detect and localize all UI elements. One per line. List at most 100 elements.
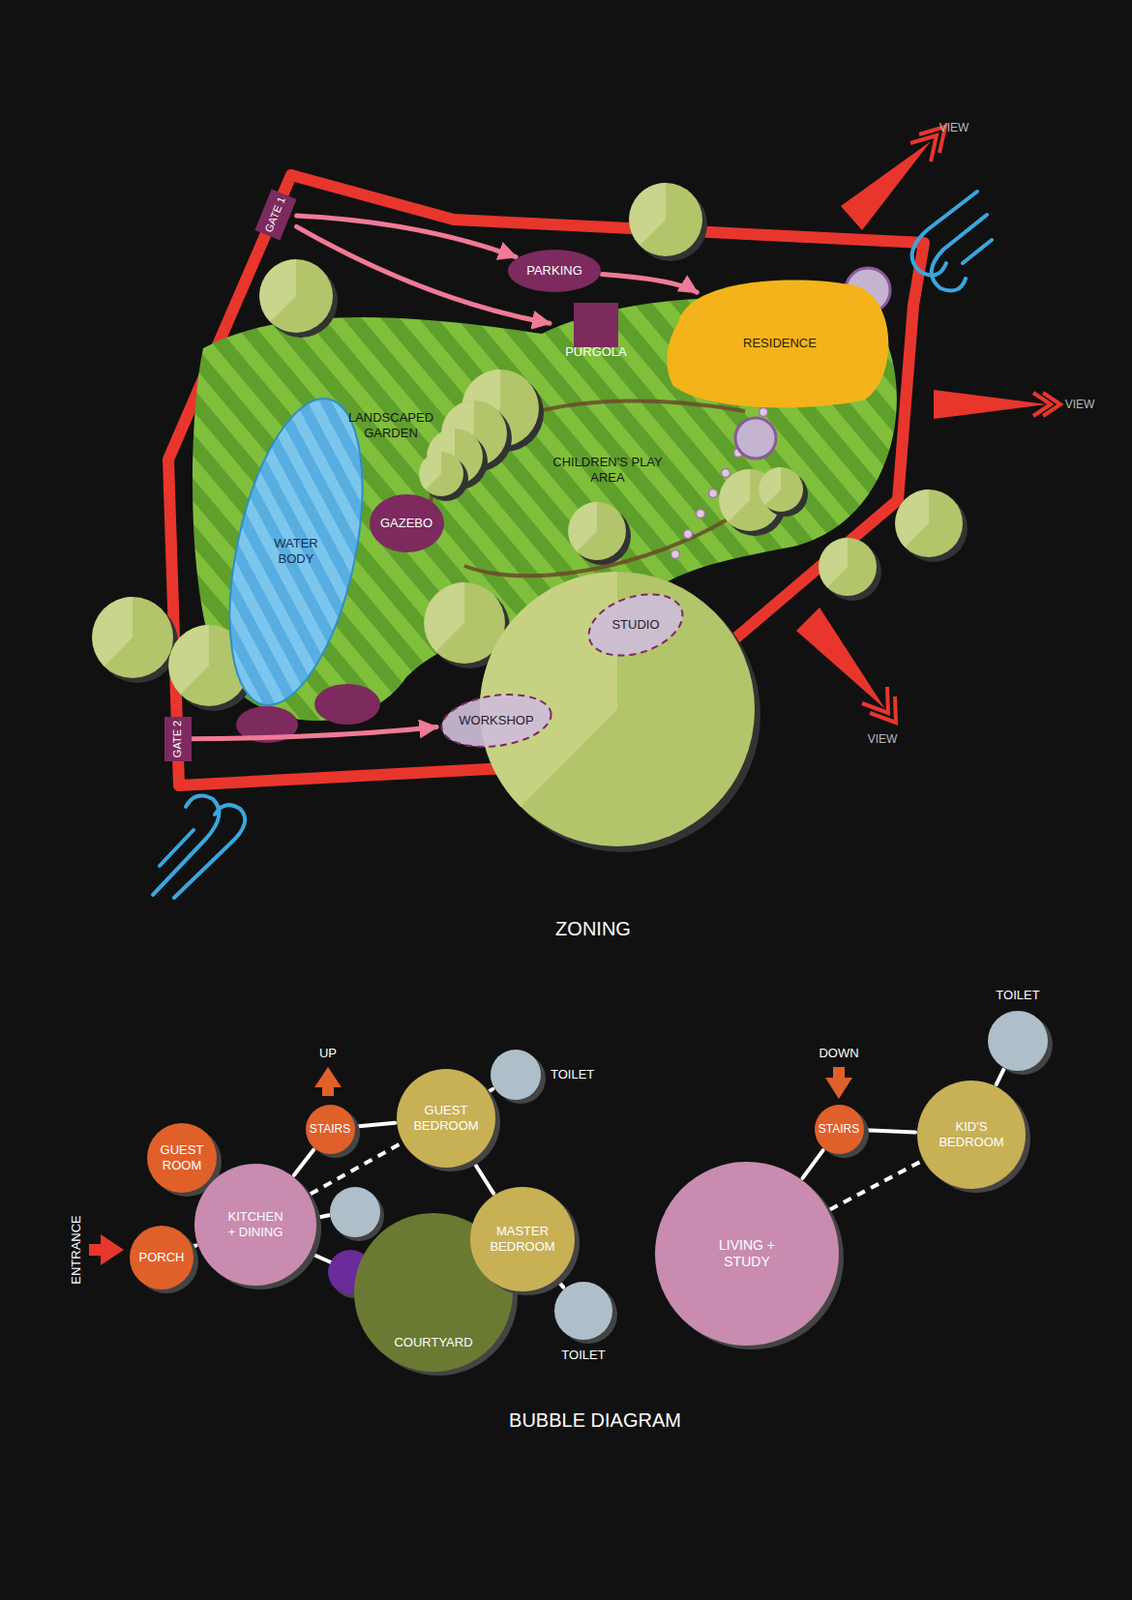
connector bbox=[803, 1150, 824, 1179]
tree-shade bbox=[818, 537, 848, 588]
workshop-ellipse-outline bbox=[438, 687, 555, 753]
bubble: GUEST ROOM bbox=[145, 1121, 219, 1195]
studio-ellipse: STUDIO bbox=[581, 589, 690, 661]
gate: GATE 1 bbox=[254, 188, 297, 240]
pergola-square-outline bbox=[573, 302, 619, 348]
node-label: KID'S BEDROOM bbox=[927, 1119, 1015, 1150]
parking-ellipse: PARKING bbox=[506, 247, 603, 295]
label-text: BUBBLE DIAGRAM bbox=[508, 1408, 682, 1432]
bubble: STAIRS bbox=[303, 1102, 358, 1157]
connector bbox=[473, 1161, 494, 1194]
workshop-ellipse: WORKSHOP bbox=[435, 687, 558, 754]
stone bbox=[696, 509, 706, 519]
node-label: GUEST ROOM bbox=[152, 1142, 211, 1173]
node-label: PARKING bbox=[526, 263, 583, 279]
bubble: STAIRS bbox=[812, 1102, 866, 1157]
tree-shade bbox=[629, 182, 666, 246]
bubble: PORCH bbox=[127, 1223, 196, 1292]
view-chevron bbox=[862, 126, 1061, 723]
tree bbox=[628, 182, 703, 257]
node-label: GAZEBO bbox=[380, 515, 433, 532]
bubble-outline bbox=[917, 1080, 1026, 1190]
node-label: PORCH bbox=[139, 1250, 185, 1266]
bubble-outline bbox=[655, 1161, 839, 1346]
node-label: LIVING + STUDY bbox=[713, 1237, 781, 1271]
node-label: GATE 2 bbox=[171, 720, 184, 758]
bubble-outline bbox=[129, 1225, 194, 1290]
node-label: PURGOLA bbox=[565, 344, 627, 360]
label-text: UP bbox=[319, 1045, 337, 1062]
stone bbox=[759, 408, 769, 418]
bubble-outline bbox=[814, 1104, 864, 1155]
parking-ellipse-outline bbox=[507, 249, 601, 293]
node-label: MASTER BEDROOM bbox=[478, 1223, 566, 1254]
tree bbox=[818, 537, 877, 596]
node-label: STUDIO bbox=[611, 617, 659, 633]
tree bbox=[894, 489, 963, 558]
tree-shade bbox=[260, 259, 297, 323]
bubble: GUEST BEDROOM bbox=[394, 1067, 498, 1170]
tree-shade bbox=[758, 467, 781, 506]
pergola-square: PURGOLA bbox=[549, 302, 643, 361]
connector bbox=[294, 1150, 314, 1176]
gate-outline bbox=[254, 188, 297, 240]
bubble-outline bbox=[987, 1011, 1048, 1072]
studio-ellipse-outline bbox=[580, 583, 690, 667]
residence-zone-outline bbox=[666, 279, 889, 408]
bubble-outline bbox=[147, 1123, 217, 1193]
tree-shade bbox=[567, 502, 597, 552]
tree-shade bbox=[169, 625, 209, 694]
stone bbox=[721, 469, 731, 478]
bubble-shape bbox=[488, 1047, 543, 1103]
label-text: CHILDREN'S PLAY AREA bbox=[549, 454, 666, 485]
stone bbox=[709, 489, 718, 499]
tree bbox=[91, 596, 174, 679]
connector bbox=[864, 1130, 916, 1132]
wind-symbol bbox=[152, 191, 992, 898]
garden-path bbox=[430, 400, 745, 576]
tree-shade bbox=[92, 596, 133, 666]
tree-shade bbox=[894, 489, 929, 548]
tree bbox=[567, 502, 626, 561]
node-label: KITCHEN + DINING bbox=[224, 1209, 287, 1240]
tree-shade bbox=[418, 451, 442, 490]
bubble-shape bbox=[552, 1280, 615, 1342]
feature-circle bbox=[735, 417, 776, 459]
level-arrow bbox=[314, 1067, 853, 1100]
label-text: DOWN bbox=[818, 1045, 859, 1062]
label-text: VIEW bbox=[1065, 397, 1096, 412]
tree bbox=[259, 259, 333, 333]
bubble: KITCHEN + DINING bbox=[192, 1161, 319, 1288]
bubble-outline bbox=[305, 1104, 356, 1155]
bubble: TOILET bbox=[552, 1280, 615, 1342]
bubble-outline bbox=[554, 1281, 613, 1341]
bubble: TOILET bbox=[488, 1047, 543, 1103]
tree bbox=[758, 467, 804, 512]
bubble-outline bbox=[470, 1187, 575, 1292]
label-text: VIEW bbox=[939, 120, 970, 135]
node-label: STAIRS bbox=[309, 1122, 351, 1136]
node-label: WORKSHOP bbox=[458, 713, 534, 729]
residence-zone: RESIDENCE bbox=[658, 273, 901, 415]
big-tree-shade bbox=[479, 571, 618, 807]
connector bbox=[830, 1161, 923, 1210]
node-label: GUEST BEDROOM bbox=[402, 1102, 490, 1133]
node-label: TOILET bbox=[550, 1067, 595, 1083]
tree bbox=[418, 451, 464, 497]
connector bbox=[557, 1280, 564, 1288]
tree-shade bbox=[424, 582, 465, 652]
connector bbox=[191, 727, 437, 740]
bubble-shape bbox=[985, 1009, 1050, 1073]
connector bbox=[489, 1089, 493, 1092]
connector bbox=[601, 274, 697, 294]
node-label: RESIDENCE bbox=[743, 335, 817, 352]
connector bbox=[356, 1123, 395, 1128]
gate-outline bbox=[164, 716, 192, 762]
node-label: WATER BODY bbox=[262, 536, 330, 566]
label-text: ENTRANCE bbox=[68, 1215, 85, 1285]
bubble: LIVING + STUDY bbox=[653, 1160, 841, 1348]
seating bbox=[314, 684, 381, 725]
node-label: COURTYARD bbox=[393, 1335, 473, 1351]
label-text: LANDSCAPED GARDEN bbox=[332, 410, 449, 441]
